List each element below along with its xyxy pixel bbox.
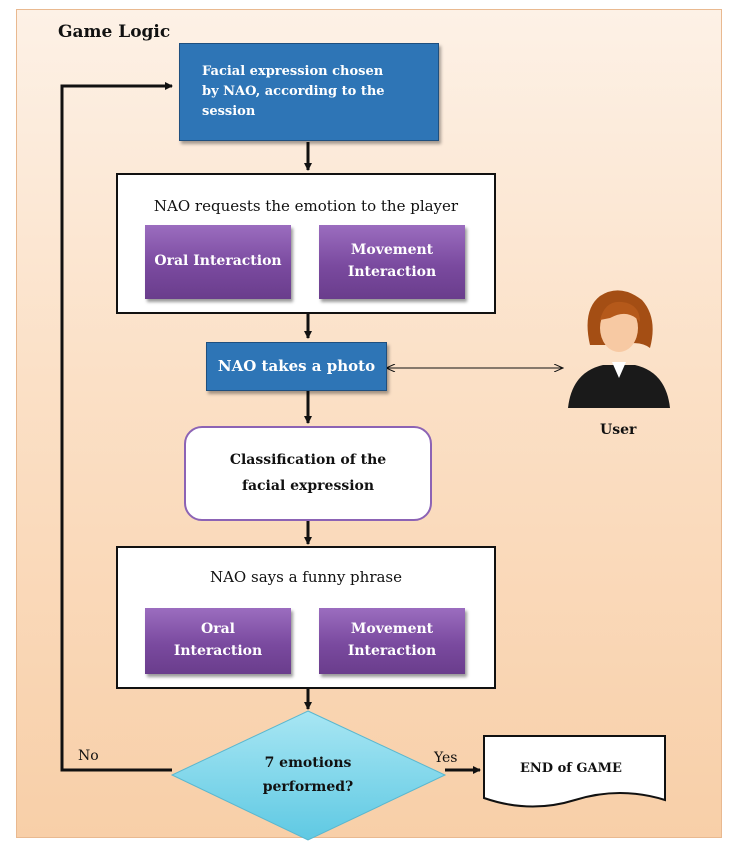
- node-expression-chosen: Facial expression chosen by NAO, accordi…: [179, 43, 439, 141]
- node-take-photo: NAO takes a photo: [206, 342, 387, 391]
- panel-request-emotion: NAO requests the emotion to the player O…: [116, 173, 496, 314]
- request-movement-box: Movement Interaction: [319, 225, 465, 299]
- edge-label-no: No: [78, 748, 99, 764]
- end-label: END of GAME: [520, 761, 622, 776]
- user-label: User: [600, 422, 637, 438]
- funny-oral-box: Oral Interaction: [145, 608, 291, 674]
- edge-label-yes: Yes: [434, 750, 458, 766]
- funny-movement-box: Movement Interaction: [319, 608, 465, 674]
- panel-funny-phrase: NAO says a funny phrase Oral Interaction…: [116, 546, 496, 689]
- request-oral-box: Oral Interaction: [145, 225, 291, 299]
- arrow-no-loop: [60, 82, 173, 772]
- funny-title: NAO says a funny phrase: [209, 568, 403, 586]
- decision-diamond: [170, 710, 447, 841]
- end-document-shape: [483, 735, 666, 808]
- request-title: NAO requests the emotion to the player: [153, 197, 459, 215]
- user-avatar-icon: [568, 290, 670, 408]
- diagram-title: Game Logic: [58, 22, 171, 42]
- node-classification: Classification of the facial expression: [184, 426, 432, 521]
- diagram-background: [16, 9, 722, 838]
- decision-label: 7 emotions performed?: [262, 755, 354, 795]
